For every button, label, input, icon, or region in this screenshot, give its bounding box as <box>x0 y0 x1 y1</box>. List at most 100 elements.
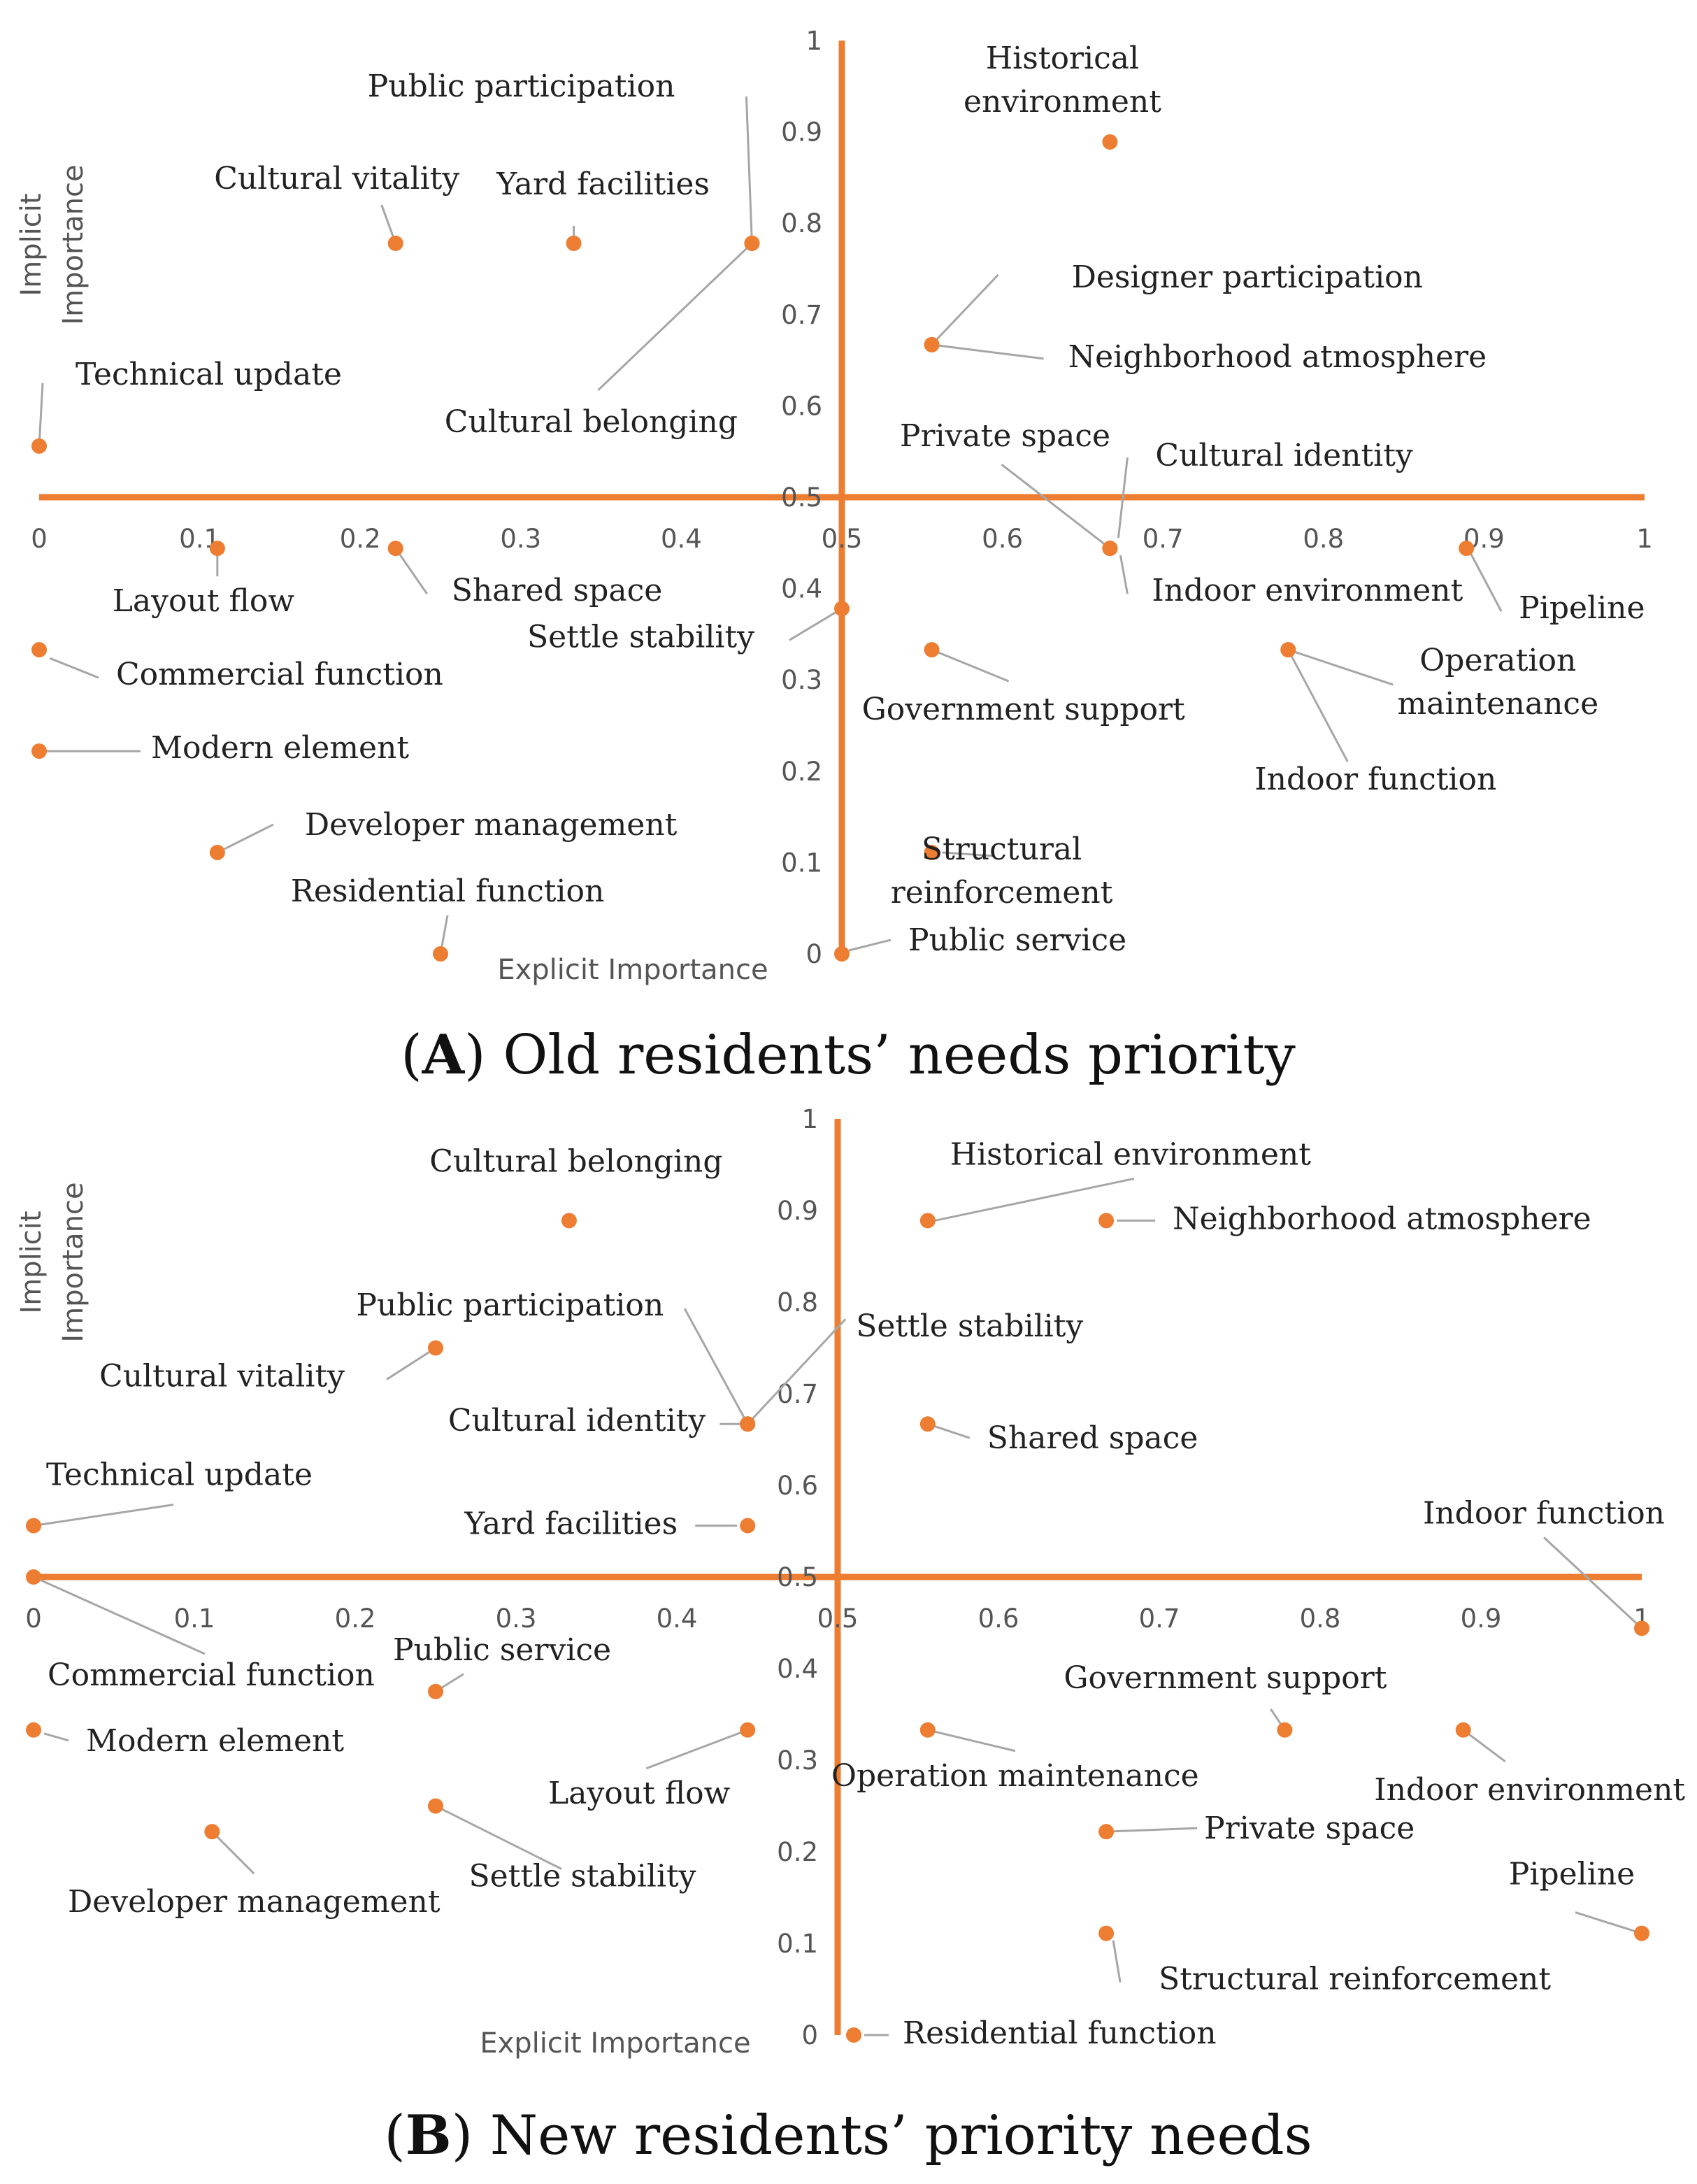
data-point <box>924 642 940 658</box>
y-tick-label: 0.6 <box>781 391 822 421</box>
leader-line <box>931 343 1044 360</box>
panel-caption: (B) New residents’ priority needs <box>384 2104 1312 2167</box>
data-point <box>1280 642 1296 658</box>
leader-line <box>597 242 753 392</box>
point-label: Structural reinforcement <box>1159 1962 1551 1997</box>
x-tick-label: 0.1 <box>174 1604 215 1634</box>
data-point <box>1277 1722 1293 1738</box>
point-label: Historical environment <box>950 1136 1312 1172</box>
leader-line <box>1001 463 1111 550</box>
point-label: Indoor environment <box>1374 1772 1685 1808</box>
data-point <box>428 1340 443 1356</box>
data-point <box>740 1416 756 1432</box>
x-tick-label: 0.7 <box>1139 1604 1180 1634</box>
data-point <box>209 541 225 557</box>
data-point <box>740 1722 756 1738</box>
y-tick-label: 0 <box>805 939 822 969</box>
point-label: Developer management <box>68 1884 441 1920</box>
y-tick-label: 0.5 <box>777 1562 818 1592</box>
x-tick-label: 0 <box>25 1604 42 1634</box>
data-point <box>31 438 47 454</box>
x-tick-label: 0.9 <box>1461 1604 1502 1634</box>
y-tick-label: 0.1 <box>781 848 822 878</box>
data-point <box>433 946 448 962</box>
point-label: Government support <box>862 692 1185 727</box>
point-label: Technical update <box>76 357 342 392</box>
y-tick-label: 0.8 <box>777 1287 818 1318</box>
data-point <box>834 601 850 617</box>
leader-line <box>1112 1940 1122 1983</box>
point-label: Yard facilities <box>464 1506 678 1542</box>
point-label: Shared space <box>987 1420 1198 1456</box>
data-point <box>31 642 47 658</box>
point-label: Modern element <box>86 1723 344 1759</box>
point-label: Cultural belonging <box>445 404 738 440</box>
y-tick-label: 1 <box>801 1104 818 1134</box>
panel-caption: (A) Old residents’ needs priority <box>401 1023 1296 1087</box>
data-point <box>834 946 850 962</box>
leader-line <box>1575 1911 1642 1935</box>
leader-line <box>394 548 428 594</box>
y-tick-label: 0.7 <box>777 1379 818 1409</box>
y-tick-label: 0.8 <box>781 208 822 238</box>
data-point <box>31 743 47 759</box>
leader-line <box>683 1308 749 1425</box>
y-tick-label: 0.9 <box>777 1196 818 1226</box>
leader-line <box>1106 1827 1198 1833</box>
point-label: Government support <box>1064 1660 1387 1696</box>
leader-line <box>1468 551 1503 612</box>
leader-line <box>747 1318 847 1425</box>
data-point <box>924 336 940 352</box>
data-point <box>1098 1925 1115 1941</box>
x-axis-title: Explicit Importance <box>480 2027 750 2060</box>
point-label: Private space <box>1204 1811 1415 1846</box>
data-point <box>740 1518 756 1534</box>
y-tick-label: 0.7 <box>781 300 822 330</box>
leader-line <box>1287 649 1349 762</box>
point-label: Neighborhood atmosphere <box>1068 339 1487 375</box>
point-label: Operation maintenance <box>831 1758 1199 1794</box>
data-point <box>204 1824 220 1840</box>
leader-line <box>645 1729 748 1770</box>
data-point <box>26 1569 41 1585</box>
y-tick-label: 0.3 <box>781 665 822 695</box>
point-label: Pipeline <box>1509 1857 1635 1892</box>
point-label: Public participation <box>356 1287 664 1323</box>
data-point <box>1455 1722 1471 1738</box>
leader-line <box>927 1729 1016 1753</box>
x-tick-label: 0.8 <box>1303 524 1344 554</box>
data-point <box>26 1722 41 1738</box>
leader-line <box>1117 457 1129 538</box>
leader-line <box>43 1732 69 1742</box>
point-label: Shared space <box>452 573 663 608</box>
leader-line <box>1542 1536 1643 1629</box>
data-point <box>1098 1824 1115 1840</box>
data-point <box>846 2027 861 2043</box>
x-tick-label: 0.3 <box>500 524 541 554</box>
leader-line <box>789 608 843 641</box>
data-point <box>919 1213 936 1229</box>
data-point <box>1098 1213 1115 1229</box>
leader-line <box>931 648 1010 683</box>
point-label: Public participation <box>368 69 675 104</box>
point-label: Cultural belonging <box>429 1143 722 1179</box>
data-point <box>561 1213 577 1229</box>
x-tick-label: 0 <box>31 524 48 554</box>
point-label: Cultural vitality <box>99 1359 345 1394</box>
point-label: Public service <box>393 1632 611 1668</box>
point-label: Yard facilities <box>496 166 710 202</box>
point-label: Cultural vitality <box>214 161 459 197</box>
x-tick-label: 0.6 <box>978 1604 1019 1634</box>
leader-line <box>33 1576 206 1655</box>
y-tick-label: 0.2 <box>777 1837 818 1867</box>
leader-line <box>848 938 892 952</box>
x-tick-label: 0.6 <box>982 524 1023 554</box>
leader-line <box>1287 648 1394 686</box>
x-tick-label: 0.5 <box>817 1604 859 1634</box>
data-point <box>919 1416 936 1432</box>
leader-line <box>38 383 44 446</box>
